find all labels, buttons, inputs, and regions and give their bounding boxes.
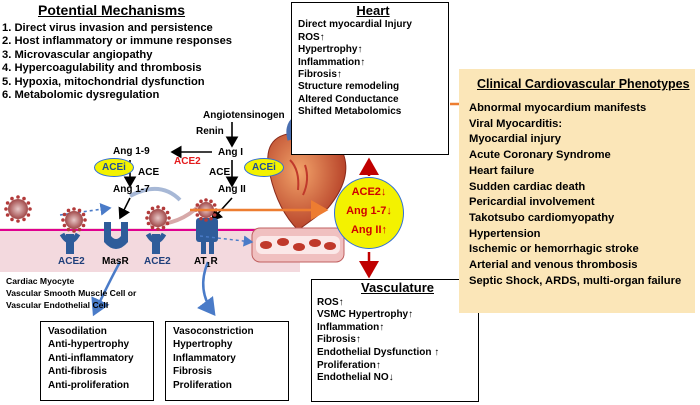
- vasculature-item: Inflammation↑: [317, 321, 385, 333]
- acei-left-badge: ACEi: [94, 158, 134, 177]
- masr-effect: Anti-inflammatory: [48, 352, 134, 364]
- cell-type-label: Vascular Smooth Muscle Cell or: [6, 288, 137, 299]
- heart-item: Altered Conductance: [298, 93, 399, 105]
- mechanism-item: 2. Host inflammatory or immune responses: [2, 35, 233, 48]
- ace2-pathway-label: ACE2: [174, 156, 201, 167]
- vasculature-item: ROS↑: [317, 296, 344, 308]
- mechanism-item: 3. Microvascular angiopathy: [2, 48, 153, 61]
- heart-item: Direct myocardial Injury: [298, 19, 412, 31]
- masr-effect: Anti-fibrosis: [48, 366, 107, 378]
- angiotensinogen-label: Angiotensinogen: [203, 110, 285, 121]
- vasculature-item: Endothelial Dysfunction ↑: [317, 346, 440, 358]
- clinical-item: Septic Shock, ARDS, multi-organ failure: [469, 274, 682, 287]
- at1r-text: AT: [194, 256, 207, 267]
- clinical-item: Heart failure: [469, 164, 535, 177]
- heart-item: Shifted Metabolomics: [298, 106, 402, 118]
- at1r-effect: Vasoconstriction: [173, 326, 254, 337]
- vasculature-item: Endothelial NO↓: [317, 372, 394, 384]
- vasculature-box: Vasculature ROS↑ VSMC Hypertrophy↑ Infla…: [311, 279, 479, 402]
- ace2-left-receptor-label: ACE2: [58, 256, 85, 267]
- mechanism-item: 1. Direct virus invasion and persistence: [2, 22, 213, 34]
- at1r-effect: Fibrosis: [173, 366, 212, 378]
- at1r-suffix: R: [210, 256, 218, 267]
- clinical-item: Hypertension: [469, 227, 541, 240]
- virus-to-vessel-arrow: [199, 235, 254, 247]
- masr-effect: Anti-proliferation: [48, 379, 130, 391]
- ang-1-7-label: Ang 1-7: [113, 184, 150, 195]
- ace2-receptor-left: [59, 232, 81, 254]
- blood-vessel-icon: [251, 227, 345, 263]
- at1r-label: AT1R: [194, 256, 218, 269]
- heart-item: Fibrosis↑: [298, 69, 342, 81]
- heart-item: Structure remodeling: [298, 81, 400, 93]
- vasculature-item: Proliferation↑: [317, 359, 381, 371]
- ace-right-label: ACE: [209, 167, 231, 178]
- masr-label: MasR: [102, 256, 129, 267]
- clinical-item: Sudden cardiac death: [469, 180, 586, 193]
- at1r-effects-box: Vasoconstriction Hypertrophy Inflammator…: [165, 321, 289, 401]
- clinical-item: Myocardial injury: [469, 133, 562, 146]
- heart-item: Inflammation↑: [298, 56, 366, 68]
- ang-ii-label: Ang II: [218, 184, 246, 195]
- clinical-item: Viral Myocarditis:: [469, 117, 563, 130]
- acei-right-badge: ACEi: [244, 158, 284, 177]
- ang-1-9-label: Ang 1-9: [113, 146, 150, 157]
- clinical-item: Abnormal myocardium manifests: [469, 102, 647, 114]
- vasculature-item: Fibrosis↑: [317, 334, 361, 346]
- vasculature-title: Vasculature: [361, 280, 434, 295]
- cell-type-labels: Cardiac Myocyte Vascular Smooth Muscle C…: [6, 275, 136, 312]
- ang-i-label: Ang I: [218, 147, 243, 158]
- heart-box: Heart Direct myocardial Injury ROS↑ Hype…: [291, 2, 449, 155]
- virus-particle: [145, 205, 171, 231]
- mechanisms-title: Potential Mechanisms: [38, 2, 186, 18]
- virus-particle: [4, 195, 32, 223]
- clinical-item: Arterial and venous thrombosis: [469, 259, 638, 272]
- vasculature-item: VSMC Hypertrophy↑: [317, 309, 414, 321]
- virus-particle: [61, 207, 87, 233]
- mechanism-item: 6. Metabolomic dysregulation: [2, 89, 160, 102]
- masr-effect: Vasodilation: [48, 326, 107, 337]
- masr-effects-box: Vasodilation Anti-hypertrophy Anti-infla…: [40, 321, 154, 401]
- clinical-item: Acute Coronary Syndrome: [469, 149, 611, 162]
- center-label: Ang II↑: [350, 224, 388, 236]
- center-label: Ang 1-7↓: [346, 205, 392, 217]
- cell-type-label: Vascular Endothelial Cell: [6, 300, 109, 311]
- clinical-item: Takotsubo cardiomyopathy: [469, 211, 615, 224]
- clinical-title: Clinical Cardiovascular Phenotypes: [477, 77, 690, 91]
- heart-item: ROS↑: [298, 31, 325, 43]
- at1r-effect: Hypertrophy: [173, 339, 233, 351]
- at1r-effect: Proliferation: [173, 379, 232, 391]
- ace2-right-receptor-label: ACE2: [144, 256, 171, 267]
- at1r-subscript: 1: [206, 262, 211, 269]
- clinical-item: Ischemic or hemorrhagic stroke: [469, 243, 639, 256]
- mechanism-item: 5. Hypoxia, mitochondrial dysfunction: [2, 75, 205, 88]
- heart-title: Heart: [356, 3, 390, 18]
- masr-receptor: [104, 222, 128, 249]
- clinical-item: Pericardial involvement: [469, 196, 595, 209]
- ace-left-label: ACE: [138, 167, 160, 178]
- mechanism-item: 4. Hypercoagulability and thrombosis: [2, 62, 202, 75]
- heart-item: Hypertrophy↑: [298, 44, 363, 56]
- ace2-receptor-right: [145, 232, 167, 254]
- effect-arrows: [91, 261, 216, 317]
- ras-imbalance-ellipse: ACE2↓ Ang 1-7↓ Ang II↑: [334, 177, 404, 249]
- masr-effect: Anti-hypertrophy: [48, 339, 130, 351]
- center-label: ACE2↓: [351, 186, 387, 198]
- cell-type-label: Cardiac Myocyte: [6, 276, 75, 286]
- at1r-effect: Inflammatory: [173, 352, 236, 364]
- mechanisms-list: 1. Direct virus invasion and persistence…: [2, 22, 232, 102]
- renin-label: Renin: [196, 126, 224, 137]
- clinical-phenotypes-box: Clinical Cardiovascular Phenotypes Abnor…: [459, 69, 695, 313]
